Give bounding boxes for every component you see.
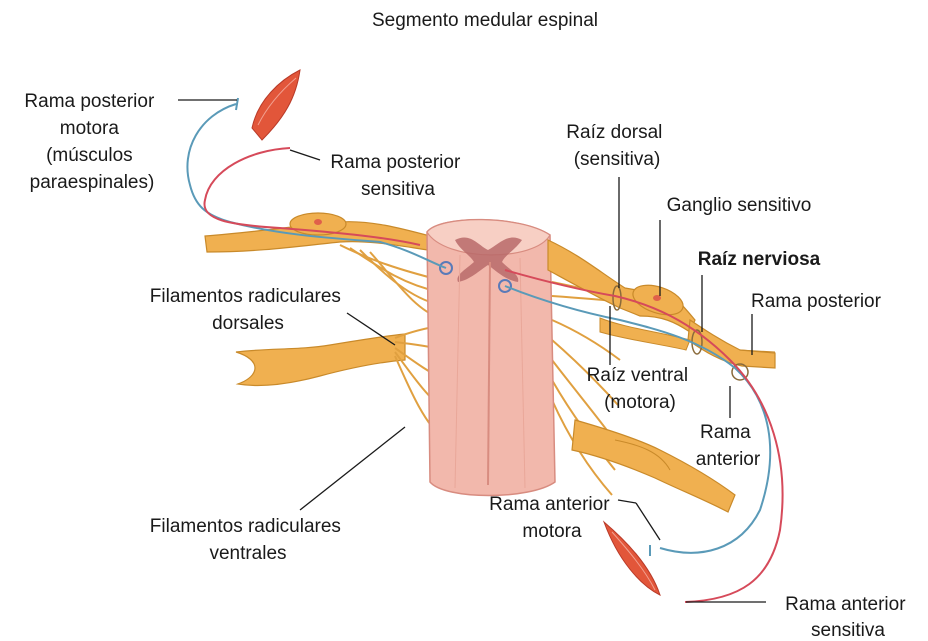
label-raiz-dorsal: Raíz dorsal (sensitiva): [566, 122, 667, 170]
label-raiz-nerviosa: Raíz nerviosa: [698, 249, 821, 270]
spinal-cord: [427, 220, 555, 496]
label-filamentos-ventrales: Filamentos radiculares ventrales: [150, 516, 346, 564]
label-rama-posterior-motora: Rama posterior motora (músculos paraespi…: [24, 91, 159, 193]
label-rama-posterior-sensitiva: Rama posterior sensitiva: [330, 152, 465, 200]
label-filamentos-dorsales: Filamentos radiculares dorsales: [150, 286, 346, 334]
label-rama-anterior-sensitiva: Rama anterior sensitiva: [785, 594, 911, 641]
label-ganglio-sensitivo: Ganglio sensitivo: [667, 195, 812, 216]
left-dorsal-rootlets: [340, 245, 440, 318]
label-rama-anterior-motora: Rama anterior motora: [489, 494, 615, 542]
diagram-title: Segmento medular espinal: [372, 10, 598, 31]
left-ventral-nerve: [236, 334, 405, 386]
label-rama-anterior: Rama anterior: [696, 422, 761, 470]
label-rama-posterior: Rama posterior: [751, 291, 882, 312]
